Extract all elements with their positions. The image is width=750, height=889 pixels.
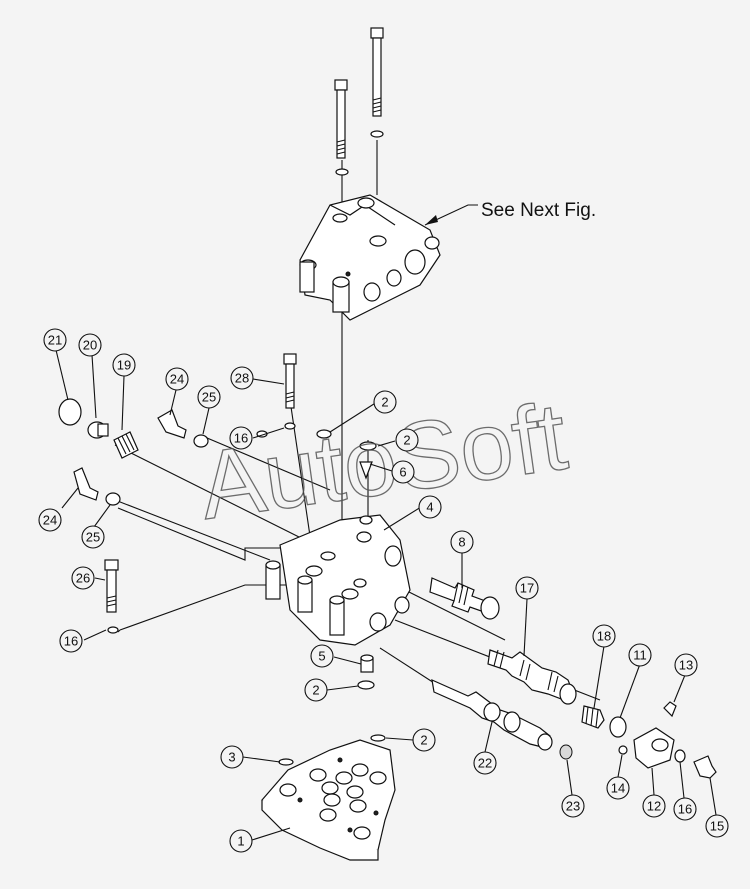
callout-24-top: 24 <box>165 367 189 391</box>
svg-text:2: 2 <box>420 733 427 748</box>
callout-17: 17 <box>515 576 539 600</box>
svg-text:16: 16 <box>234 431 248 446</box>
bolt-28 <box>283 353 297 430</box>
svg-text:8: 8 <box>458 535 465 550</box>
svg-text:25: 25 <box>86 530 100 545</box>
callout-2-b: 2 <box>395 428 419 452</box>
callout-11: 11 <box>628 643 652 667</box>
callout-26: 26 <box>71 566 95 590</box>
small-parts-center <box>256 429 377 690</box>
spool-valve-22 <box>431 678 573 760</box>
callout-18: 18 <box>592 624 616 648</box>
svg-text:16: 16 <box>64 634 78 649</box>
left-small-parts <box>58 398 209 506</box>
svg-text:1: 1 <box>237 834 244 849</box>
svg-text:13: 13 <box>679 658 693 673</box>
callout-22: 22 <box>473 751 497 775</box>
see-next-fig-label: See Next Fig. <box>481 200 596 221</box>
callout-13: 13 <box>674 653 698 677</box>
svg-text:19: 19 <box>117 358 131 373</box>
svg-text:16: 16 <box>678 802 692 817</box>
callout-2-c: 2 <box>304 678 328 702</box>
callout-2-d: 2 <box>412 728 436 752</box>
callout-15: 15 <box>705 814 729 838</box>
svg-text:4: 4 <box>426 500 433 515</box>
callout-3: 3 <box>220 745 244 769</box>
spool-valve-8 <box>429 577 500 620</box>
upper-valve-body <box>299 194 441 321</box>
svg-text:24: 24 <box>43 513 57 528</box>
svg-text:5: 5 <box>318 649 325 664</box>
bottom-cover-plate <box>261 734 396 861</box>
svg-text:24: 24 <box>170 372 184 387</box>
svg-text:26: 26 <box>76 571 90 586</box>
callout-5: 5 <box>310 644 334 668</box>
callout-8: 8 <box>450 530 474 554</box>
svg-text:11: 11 <box>633 648 647 663</box>
callout-25-left: 25 <box>81 525 105 549</box>
svg-text:3: 3 <box>228 750 235 765</box>
svg-text:23: 23 <box>566 799 580 814</box>
callout-21: 21 <box>43 328 67 352</box>
svg-text:2: 2 <box>312 683 319 698</box>
callout-1: 1 <box>229 829 253 853</box>
callout-24-left: 24 <box>38 508 62 532</box>
spool-valve-17 <box>487 649 577 705</box>
svg-text:17: 17 <box>520 581 534 596</box>
callout-28: 28 <box>230 366 254 390</box>
svg-text:25: 25 <box>202 390 216 405</box>
callout-19: 19 <box>112 353 136 377</box>
svg-text:12: 12 <box>647 799 661 814</box>
svg-text:14: 14 <box>611 781 625 796</box>
svg-text:6: 6 <box>399 465 406 480</box>
callout-25-top: 25 <box>197 385 221 409</box>
callout-4: 4 <box>418 495 442 519</box>
callout-20: 20 <box>78 333 102 357</box>
callout-16-right: 16 <box>673 797 697 821</box>
svg-text:2: 2 <box>381 395 388 410</box>
svg-text:2: 2 <box>403 433 410 448</box>
svg-text:21: 21 <box>48 333 62 348</box>
callout-leaders <box>55 349 717 841</box>
svg-text:28: 28 <box>235 371 249 386</box>
bolt-26 <box>104 559 119 634</box>
svg-text:20: 20 <box>83 338 97 353</box>
see-next-fig-note: See Next Fig. <box>424 200 596 226</box>
lower-valve-body <box>265 514 411 646</box>
callout-6: 6 <box>391 460 415 484</box>
right-end-parts <box>581 701 717 779</box>
callout-12: 12 <box>642 794 666 818</box>
long-bolt <box>370 27 384 138</box>
svg-text:22: 22 <box>478 756 492 771</box>
short-bolt <box>334 79 349 176</box>
callout-16-left: 16 <box>59 629 83 653</box>
callout-16-top: 16 <box>229 426 253 450</box>
callout-14: 14 <box>606 776 630 800</box>
svg-text:18: 18 <box>597 629 611 644</box>
svg-text:15: 15 <box>710 819 724 834</box>
callout-23: 23 <box>561 794 585 818</box>
callout-2-a: 2 <box>373 390 397 414</box>
